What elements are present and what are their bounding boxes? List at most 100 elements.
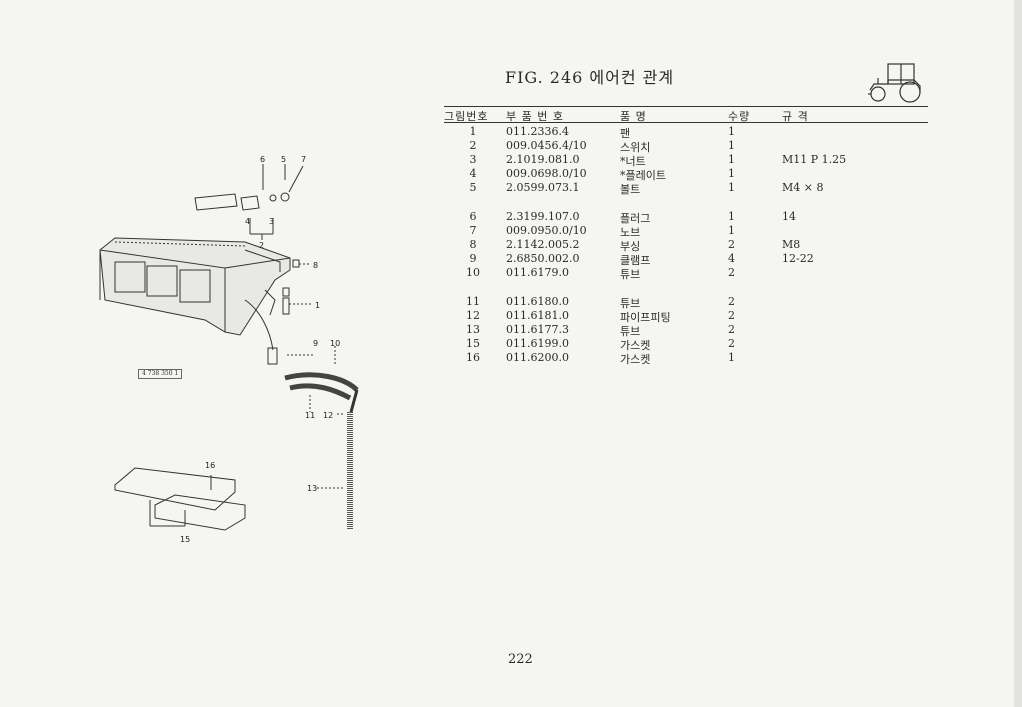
table-row: 1 011.2336.4 팬 1: [444, 125, 928, 140]
part-no: 2.0599.073.1: [506, 181, 580, 194]
part-no: 011.6181.0: [506, 309, 569, 322]
item-no: 16: [466, 351, 480, 364]
item-no: 4: [469, 167, 477, 180]
part-qty: 1: [728, 181, 735, 194]
part-name: 튜브: [620, 268, 641, 281]
part-name: 가스켓: [620, 339, 651, 352]
header-part-no: 부 품 번 호: [506, 110, 564, 123]
part-name: 스위치: [620, 141, 651, 154]
svg-text:8: 8: [313, 261, 318, 270]
table-row: 12 011.6181.0 파이프피팅 2: [444, 309, 928, 324]
part-name: 가스켓: [620, 353, 651, 366]
table-row: 7 009.0950.0/10 노브 1: [444, 224, 928, 239]
diagram-reference-code: 4 738 350 1: [138, 369, 183, 379]
table-row: 5 2.0599.073.1 볼트 1 M4 × 8: [444, 181, 928, 196]
header-name: 품 명: [620, 110, 647, 123]
table-row: 9 2.6850.002.0 클램프 4 12-22: [444, 252, 928, 267]
table-row: 8 2.1142.005.2 부싱 2 M8: [444, 238, 928, 253]
svg-text:1: 1: [315, 301, 320, 310]
part-no: 2.1019.081.0: [506, 153, 580, 166]
part-name: 클램프: [620, 254, 651, 267]
header-spec: 규 격: [782, 110, 809, 123]
part-qty: 1: [728, 210, 735, 223]
item-no: 7: [469, 224, 477, 237]
part-name: *너트: [620, 155, 646, 168]
part-qty: 1: [728, 224, 735, 237]
part-name: 튜브: [620, 325, 641, 338]
part-qty: 2: [728, 309, 735, 322]
svg-text:3: 3: [269, 217, 274, 226]
part-name: 팬: [620, 127, 631, 140]
svg-text:4: 4: [245, 217, 250, 226]
item-no: 3: [469, 153, 477, 166]
table-row: 3 2.1019.081.0 *너트 1 M11 P 1.25: [444, 153, 928, 168]
part-qty: 1: [728, 167, 735, 180]
svg-text:10: 10: [330, 339, 340, 348]
part-qty: 2: [728, 337, 735, 350]
item-no: 12: [466, 309, 480, 322]
page-edge: [1014, 0, 1022, 707]
part-qty: 2: [728, 295, 735, 308]
part-spec: 14: [782, 210, 796, 223]
svg-text:11: 11: [305, 411, 315, 420]
part-qty: 1: [728, 125, 735, 138]
part-name: 부싱: [620, 240, 641, 253]
table-row: 4 009.0698.0/10 *플레이트 1: [444, 167, 928, 182]
part-no: 2.1142.005.2: [506, 238, 580, 251]
item-no: 10: [466, 266, 480, 279]
part-qty: 2: [728, 238, 735, 251]
table-top-rule: [444, 106, 928, 107]
part-spec: M11 P 1.25: [782, 153, 847, 166]
svg-text:6: 6: [260, 155, 265, 164]
table-header-rule: [444, 122, 928, 123]
svg-text:7: 7: [301, 155, 306, 164]
part-no: 009.0698.0/10: [506, 167, 587, 180]
header-item-no: 그림번호: [444, 110, 489, 123]
part-spec: M4 × 8: [782, 181, 824, 194]
part-spec: 12-22: [782, 252, 814, 265]
item-no: 5: [469, 181, 477, 194]
part-no: 2.6850.002.0: [506, 252, 580, 265]
part-no: 011.6180.0: [506, 295, 569, 308]
svg-text:16: 16: [205, 461, 215, 470]
table-row: 6 2.3199.107.0 플러그 1 14: [444, 210, 928, 225]
part-spec: M8: [782, 238, 801, 251]
part-qty: 1: [728, 153, 735, 166]
svg-text:9: 9: [313, 339, 318, 348]
part-no: 011.6199.0: [506, 337, 569, 350]
item-no: 9: [469, 252, 477, 265]
part-name: 플러그: [620, 212, 651, 225]
part-name: 노브: [620, 226, 641, 239]
item-no: 8: [469, 238, 477, 251]
item-no: 2: [469, 139, 477, 152]
page-number: 222: [508, 652, 533, 667]
part-qty: 1: [728, 351, 735, 364]
item-no: 13: [466, 323, 480, 336]
part-no: 011.6179.0: [506, 266, 569, 279]
svg-text:15: 15: [180, 535, 190, 544]
part-no: 011.6177.3: [506, 323, 569, 336]
part-name: 볼트: [620, 183, 641, 196]
table-row: 13 011.6177.3 튜브 2: [444, 323, 928, 338]
part-no: 011.6200.0: [506, 351, 569, 364]
part-qty: 2: [728, 266, 735, 279]
table-row: 11 011.6180.0 튜브 2: [444, 295, 928, 310]
svg-text:2: 2: [259, 241, 264, 250]
part-name: 튜브: [620, 297, 641, 310]
part-no: 011.2336.4: [506, 125, 569, 138]
part-qty: 1: [728, 139, 735, 152]
item-no: 1: [469, 125, 477, 138]
table-row: 16 011.6200.0 가스켓 1: [444, 351, 928, 366]
part-qty: 2: [728, 323, 735, 336]
table-row: 2 009.0456.4/10 스위치 1: [444, 139, 928, 154]
parts-diagram: 6 5 7 4 3 2 8 1 9 10 11 12 13 16 15: [99, 155, 359, 544]
part-no: 2.3199.107.0: [506, 210, 580, 223]
svg-text:5: 5: [281, 155, 286, 164]
item-no: 15: [466, 337, 480, 350]
tractor-icon: [868, 63, 921, 103]
header-qty: 수량: [728, 110, 751, 123]
table-row: 15 011.6199.0 가스켓 2: [444, 337, 928, 352]
part-qty: 4: [728, 252, 735, 265]
part-name: 파이프피팅: [620, 311, 671, 324]
